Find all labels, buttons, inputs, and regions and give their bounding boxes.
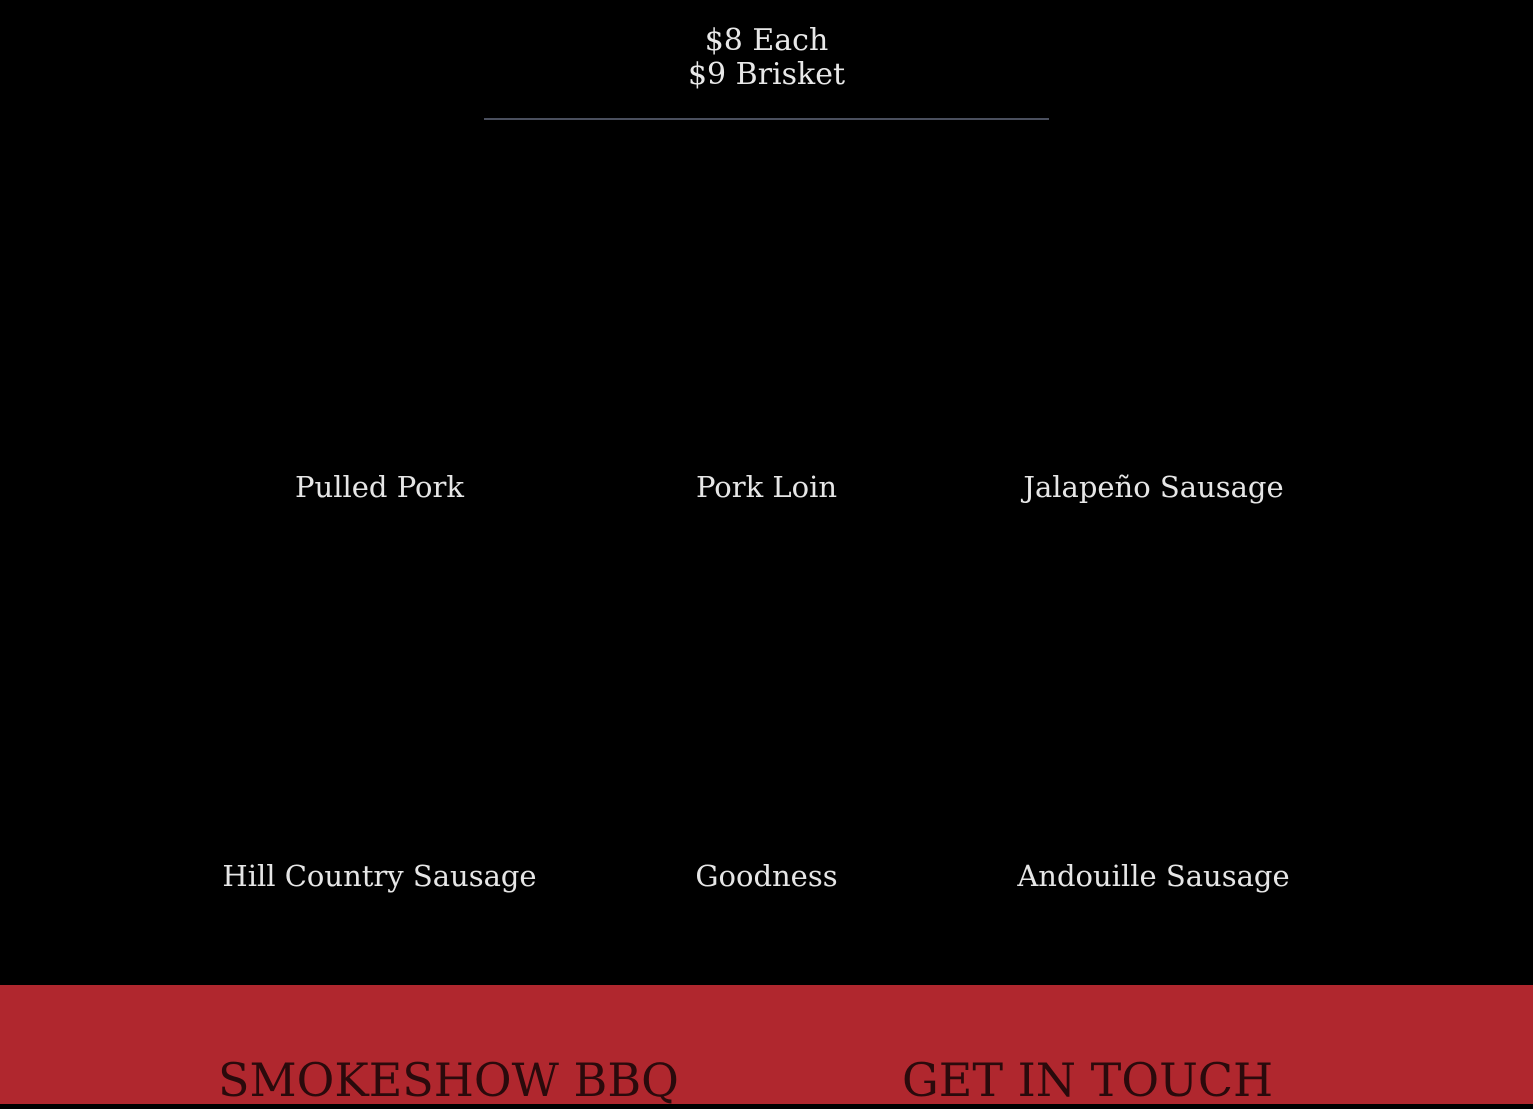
- menu-item-label: Andouille Sausage: [1017, 859, 1290, 893]
- menu-item-label: Jalapeño Sausage: [1023, 470, 1284, 504]
- menu-item-goodness[interactable]: Goodness: [573, 519, 960, 908]
- menu-item-image[interactable]: [593, 539, 940, 839]
- menu-grid: Pulled Pork Pork Loin Jalapeño Sausage H…: [186, 130, 1347, 910]
- menu-item-image[interactable]: [206, 150, 553, 450]
- footer-contact-title: GET IN TOUCH: [902, 1053, 1274, 1107]
- menu-item-hill-country-sausage[interactable]: Hill Country Sausage: [186, 519, 573, 908]
- section-divider: [484, 118, 1049, 120]
- menu-item-pork-loin[interactable]: Pork Loin: [573, 130, 960, 519]
- site-footer: SMOKESHOW BBQ GET IN TOUCH: [0, 985, 1533, 1105]
- menu-item-jalapeno-sausage[interactable]: Jalapeño Sausage: [960, 130, 1347, 519]
- footer-bottom-edge: [0, 1104, 1533, 1109]
- menu-item-label: Goodness: [695, 859, 838, 893]
- menu-item-image[interactable]: [593, 150, 940, 450]
- menu-item-label: Pulled Pork: [295, 470, 464, 504]
- footer-brand-title: SMOKESHOW BBQ: [218, 1053, 679, 1107]
- menu-item-image[interactable]: [980, 150, 1327, 450]
- menu-item-andouille-sausage[interactable]: Andouille Sausage: [960, 519, 1347, 908]
- menu-item-pulled-pork[interactable]: Pulled Pork: [186, 130, 573, 519]
- menu-item-label: Hill Country Sausage: [222, 859, 537, 893]
- price-block: $8 Each $9 Brisket: [0, 24, 1533, 92]
- menu-item-image[interactable]: [980, 539, 1327, 839]
- menu-item-image[interactable]: [206, 539, 553, 839]
- menu-item-label: Pork Loin: [695, 470, 838, 504]
- price-brisket: $9 Brisket: [687, 57, 846, 92]
- price-each: $8 Each: [704, 23, 829, 58]
